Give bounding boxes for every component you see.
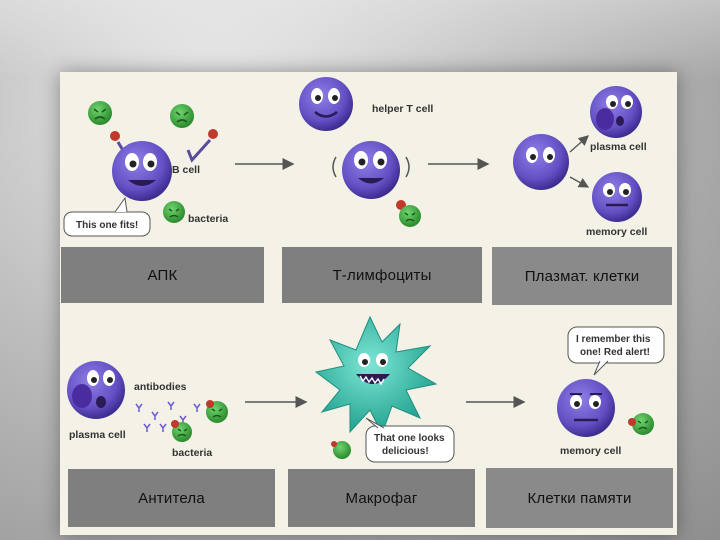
plasma-cell-icon [590,86,642,138]
bacteria-icon [170,104,194,128]
bacteria-icon [171,420,192,442]
memory-cell-icon [557,379,615,437]
memory-cell-label: memory cell [586,226,647,238]
antibody-icons [135,401,201,432]
plasma-cell-label: plasma cell [69,429,126,441]
t-cell-icon [332,141,410,199]
label-memory-cells: Клетки памяти [486,468,673,528]
speech-text: This one fits! [76,220,138,231]
plasma-cell-label: plasma cell [590,141,647,153]
speech-text-line2: delicious! [382,446,429,457]
immune-response-illustration: B cell bacteria This one fits! helper T … [63,77,665,463]
macrophage-icon [314,315,438,436]
label-apk: АПК [61,247,264,303]
b-cell-icon [112,141,172,201]
antibodies-label: antibodies [134,381,187,393]
bacteria-icon [628,413,654,435]
speech-text-line1: I remember this [576,334,651,345]
label-antibodies: Антитела [68,469,275,527]
bacteria-label: bacteria [172,447,212,459]
memory-cell-label: memory cell [560,445,621,457]
speech-bubble: I remember this one! Red alert! [567,326,665,376]
label-macrophage: Макрофаг [288,469,475,527]
memory-cell-icon [592,172,642,222]
b-cell-label: B cell [172,164,200,176]
background-highlight [0,0,720,80]
bacteria-label: bacteria [188,213,228,225]
bacteria-icon [206,400,228,423]
arrow [569,135,589,153]
label-t-lymphocytes: Т-лимфоциты [282,247,482,303]
speech-bubble: This one fits! [63,196,151,237]
bacteria-icon [399,205,421,227]
helper-t-cell-icon [299,77,353,131]
plasma-cell-icon [67,361,125,419]
speech-bubble: That one looks delicious! [365,417,455,463]
helper-t-cell-label: helper T cell [372,103,433,115]
label-plasma-cells: Плазмат. клетки [492,247,672,305]
speech-text-line1: That one looks [374,433,445,444]
activated-b-cell-icon [513,134,569,190]
speech-text-line2: one! Red alert! [580,347,650,358]
bacteria-icon [88,101,112,125]
bacteria-icon [331,441,351,459]
bacteria-icon [163,201,185,223]
arrow [569,176,590,188]
